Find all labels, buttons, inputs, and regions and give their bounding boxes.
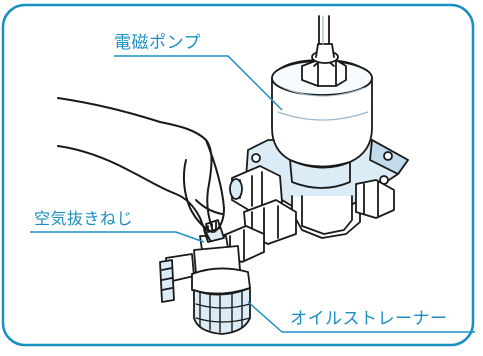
label-air-bleed-screw: 空気抜きねじ [34,209,134,228]
strainer-leader-line [247,301,475,333]
bleed-screw-leader-line [30,231,205,243]
label-solenoid-pump: 電磁ポンプ [114,33,201,53]
leader-lines [30,55,475,333]
solenoid-pump [229,15,409,245]
pump-leader-line [114,55,283,111]
hand [57,97,225,241]
label-oil-strainer: オイルストレーナー [290,309,448,329]
oil-strainer [191,267,251,335]
